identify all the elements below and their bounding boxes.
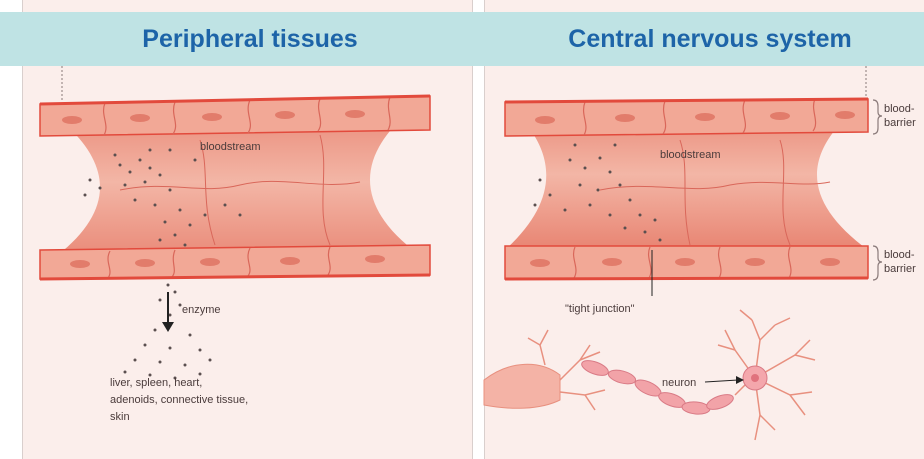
barrier-top-label-line1: blood- <box>884 103 915 115</box>
barrier-bottom-label-line1: blood- <box>884 249 915 261</box>
barrier-top-label-line2: barrier <box>884 117 916 129</box>
tissues-label-line2: adenoids, connective tissue, <box>110 394 248 406</box>
tissues-label-line1: liver, spleen, heart, <box>110 377 202 389</box>
enzyme-label: enzyme <box>182 304 221 316</box>
cns-bloodstream-label: bloodstream <box>660 149 721 161</box>
peripheral-bloodstream-label: bloodstream <box>200 141 261 153</box>
barrier-bottom-brace <box>873 246 882 280</box>
neuron-illustration <box>484 310 815 440</box>
neuron-pointer <box>705 380 738 382</box>
cns-vessel <box>505 66 868 279</box>
tight-junction-label: "tight junction" <box>565 303 635 315</box>
peripheral-vessel <box>40 66 430 279</box>
enzyme-arrowhead <box>162 322 174 332</box>
central-nervous-system-title: Central nervous system <box>500 12 920 66</box>
peripheral-tissues-title: Peripheral tissues <box>60 12 440 66</box>
tissues-label-line3: skin <box>110 411 130 423</box>
barrier-bottom-label-line2: barrier <box>884 263 916 275</box>
neuron-label: neuron <box>662 377 696 389</box>
barrier-top-brace <box>873 100 882 134</box>
